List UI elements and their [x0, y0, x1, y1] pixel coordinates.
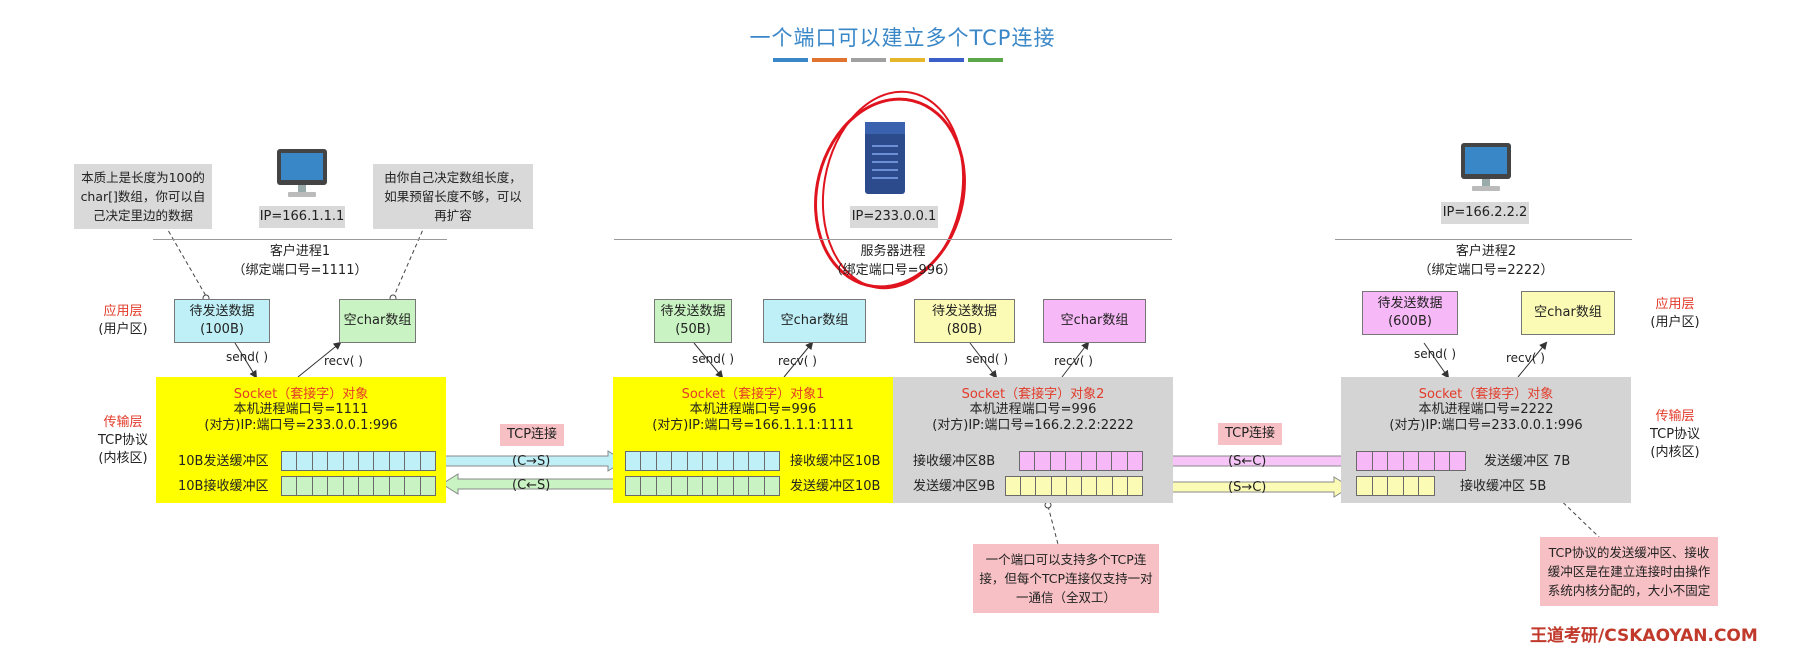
socket-port-client2: 本机进程端口号=2222: [1418, 402, 1554, 417]
recv-call-server-s1: recv( ): [778, 354, 817, 368]
process-client1: 客户进程1: [269, 244, 331, 259]
send-buffer-label-client1: 10B发送缓冲区: [178, 454, 269, 469]
recv-array-client2: 空char数组: [1521, 291, 1615, 335]
note-pointer-client2: [1547, 487, 1601, 539]
c1-up-label: (C→S): [512, 454, 551, 469]
recv-buffer-server-s1: [625, 451, 780, 471]
send-data-client2: 待发送数据(600B): [1362, 291, 1458, 335]
socket-title-server-s2: Socket（套接字）对象2: [961, 387, 1105, 402]
note-one-port-many-connections: 一个端口可以支持多个TCP连接，但每个TCP连接仅支持一对一通信（全双工）: [973, 544, 1159, 613]
send-buffer-server-s1: [625, 476, 780, 496]
recv-arrow-s2: [1061, 341, 1090, 378]
divider-client1: [153, 239, 447, 240]
send-call-server-s1: send( ): [692, 352, 735, 366]
recv-array-client1: 空char数组: [339, 299, 416, 343]
port-bind-client2: （绑定端口号=2222）: [1418, 263, 1554, 278]
recv-buffer-server-s2: [1019, 451, 1143, 471]
recv-buffer-label-client1: 10B接收缓冲区: [178, 479, 269, 494]
page-title: 一个端口可以建立多个TCP连接: [749, 26, 1056, 50]
socket-port-server-s1: 本机进程端口号=996: [689, 402, 817, 417]
divider-client2: [1335, 239, 1632, 240]
socket-title-server-s1: Socket（套接字）对象1: [681, 387, 825, 402]
recv-array-server-s1: 空char数组: [763, 299, 866, 343]
send-data-server-s2: 待发送数据(80B): [914, 299, 1015, 343]
title-underline-bars: [773, 58, 1003, 63]
send-buffer-client2: [1356, 451, 1466, 471]
recv-arrow-c2: [1517, 341, 1548, 378]
recv-arrow-s1: [783, 341, 814, 378]
divider-server: [614, 239, 1172, 240]
send-arrow-s2: [969, 342, 998, 379]
c2-up-label: (S←C): [1228, 454, 1267, 469]
send-buffer-label-client2: 发送缓冲区 7B: [1484, 454, 1571, 469]
port-bind-client1: （绑定端口号=1111）: [232, 263, 368, 278]
note-kernel-buffers: TCP协议的发送缓冲区、接收缓冲区是在建立连接时由操作系统内核分配的，大小不固定: [1540, 537, 1718, 606]
socket-peer-server-s1: (对方)IP:端口号=166.1.1.1:1111: [652, 418, 854, 433]
socket-title-client2: Socket（套接字）对象: [1418, 387, 1554, 402]
send-arrow-c2: [1423, 342, 1450, 379]
recv-buffer-label-server-s1: 接收缓冲区10B: [790, 454, 881, 469]
ip-label-server: IP=233.0.0.1: [850, 206, 938, 228]
send-data-server-s1: 待发送数据(50B): [654, 299, 732, 343]
socket-peer-server-s2: (对方)IP:端口号=166.2.2.2:2222: [932, 418, 1134, 433]
ip-label-client1: IP=166.1.1.1: [259, 206, 345, 228]
c1-down-arrow: [441, 473, 625, 495]
tcp-connection-badge-1: TCP连接: [500, 424, 564, 446]
recv-call-client1: recv( ): [324, 354, 363, 368]
socket-peer-client2: (对方)IP:端口号=233.0.0.1:996: [1389, 418, 1583, 433]
process-client2: 客户进程2: [1455, 244, 1517, 259]
send-buffer-client1: [281, 451, 436, 471]
server-icon: [862, 120, 908, 200]
send-call-client2: send( ): [1414, 347, 1457, 361]
note-array-length: 由你自己决定数组长度，如果预留长度不够，可以再扩容: [373, 164, 533, 229]
layer-label-app-left: 应用层(用户区): [98, 304, 148, 337]
monitor-icon-client2: [1458, 141, 1514, 201]
port-bind-server: （绑定端口号=996）: [829, 263, 957, 278]
recv-array-server-s2: 空char数组: [1043, 299, 1146, 343]
send-call-client1: send( ): [226, 350, 269, 364]
recv-call-server-s2: recv( ): [1054, 354, 1093, 368]
recv-arrow-c1: [297, 341, 342, 378]
send-buffer-label-server-s2: 发送缓冲区9B: [913, 479, 996, 494]
socket-title-client1: Socket（套接字）对象: [233, 387, 369, 402]
send-buffer-label-server-s1: 发送缓冲区10B: [790, 479, 881, 494]
recv-buffer-client2: [1356, 476, 1435, 496]
layer-label-app-right: 应用层(用户区): [1650, 297, 1700, 330]
send-data-client1: 待发送数据(100B): [174, 299, 270, 343]
watermark: 王道考研/CSKAOYAN.COM: [1530, 626, 1758, 646]
send-call-server-s2: send( ): [966, 352, 1009, 366]
recv-buffer-client1: [281, 476, 436, 496]
note-pointer-server: [1047, 505, 1060, 549]
socket-port-server-s2: 本机进程端口号=996: [969, 402, 1097, 417]
ip-label-client2: IP=166.2.2.2: [1441, 202, 1529, 224]
c1-down-label: (C←S): [512, 478, 551, 493]
send-arrow-s1: [693, 342, 724, 379]
note-pointer-right: [393, 217, 429, 297]
monitor-icon-client1: [274, 147, 330, 207]
recv-buffer-label-server-s2: 接收缓冲区8B: [913, 454, 996, 469]
socket-port-client1: 本机进程端口号=1111: [233, 402, 369, 417]
note-char-array: 本质上是长度为100的char[]数组，你可以自己决定里边的数据: [74, 164, 212, 229]
send-buffer-server-s2: [1005, 476, 1143, 496]
c2-down-label: (S→C): [1228, 480, 1267, 495]
tcp-connection-badge-2: TCP连接: [1218, 423, 1282, 445]
process-server: 服务器进程: [860, 244, 926, 259]
send-arrow-c1: [234, 342, 258, 379]
recv-call-client2: recv( ): [1506, 351, 1545, 365]
recv-buffer-label-client2: 接收缓冲区 5B: [1460, 479, 1547, 494]
socket-peer-client1: (对方)IP:端口号=233.0.0.1:996: [204, 418, 398, 433]
